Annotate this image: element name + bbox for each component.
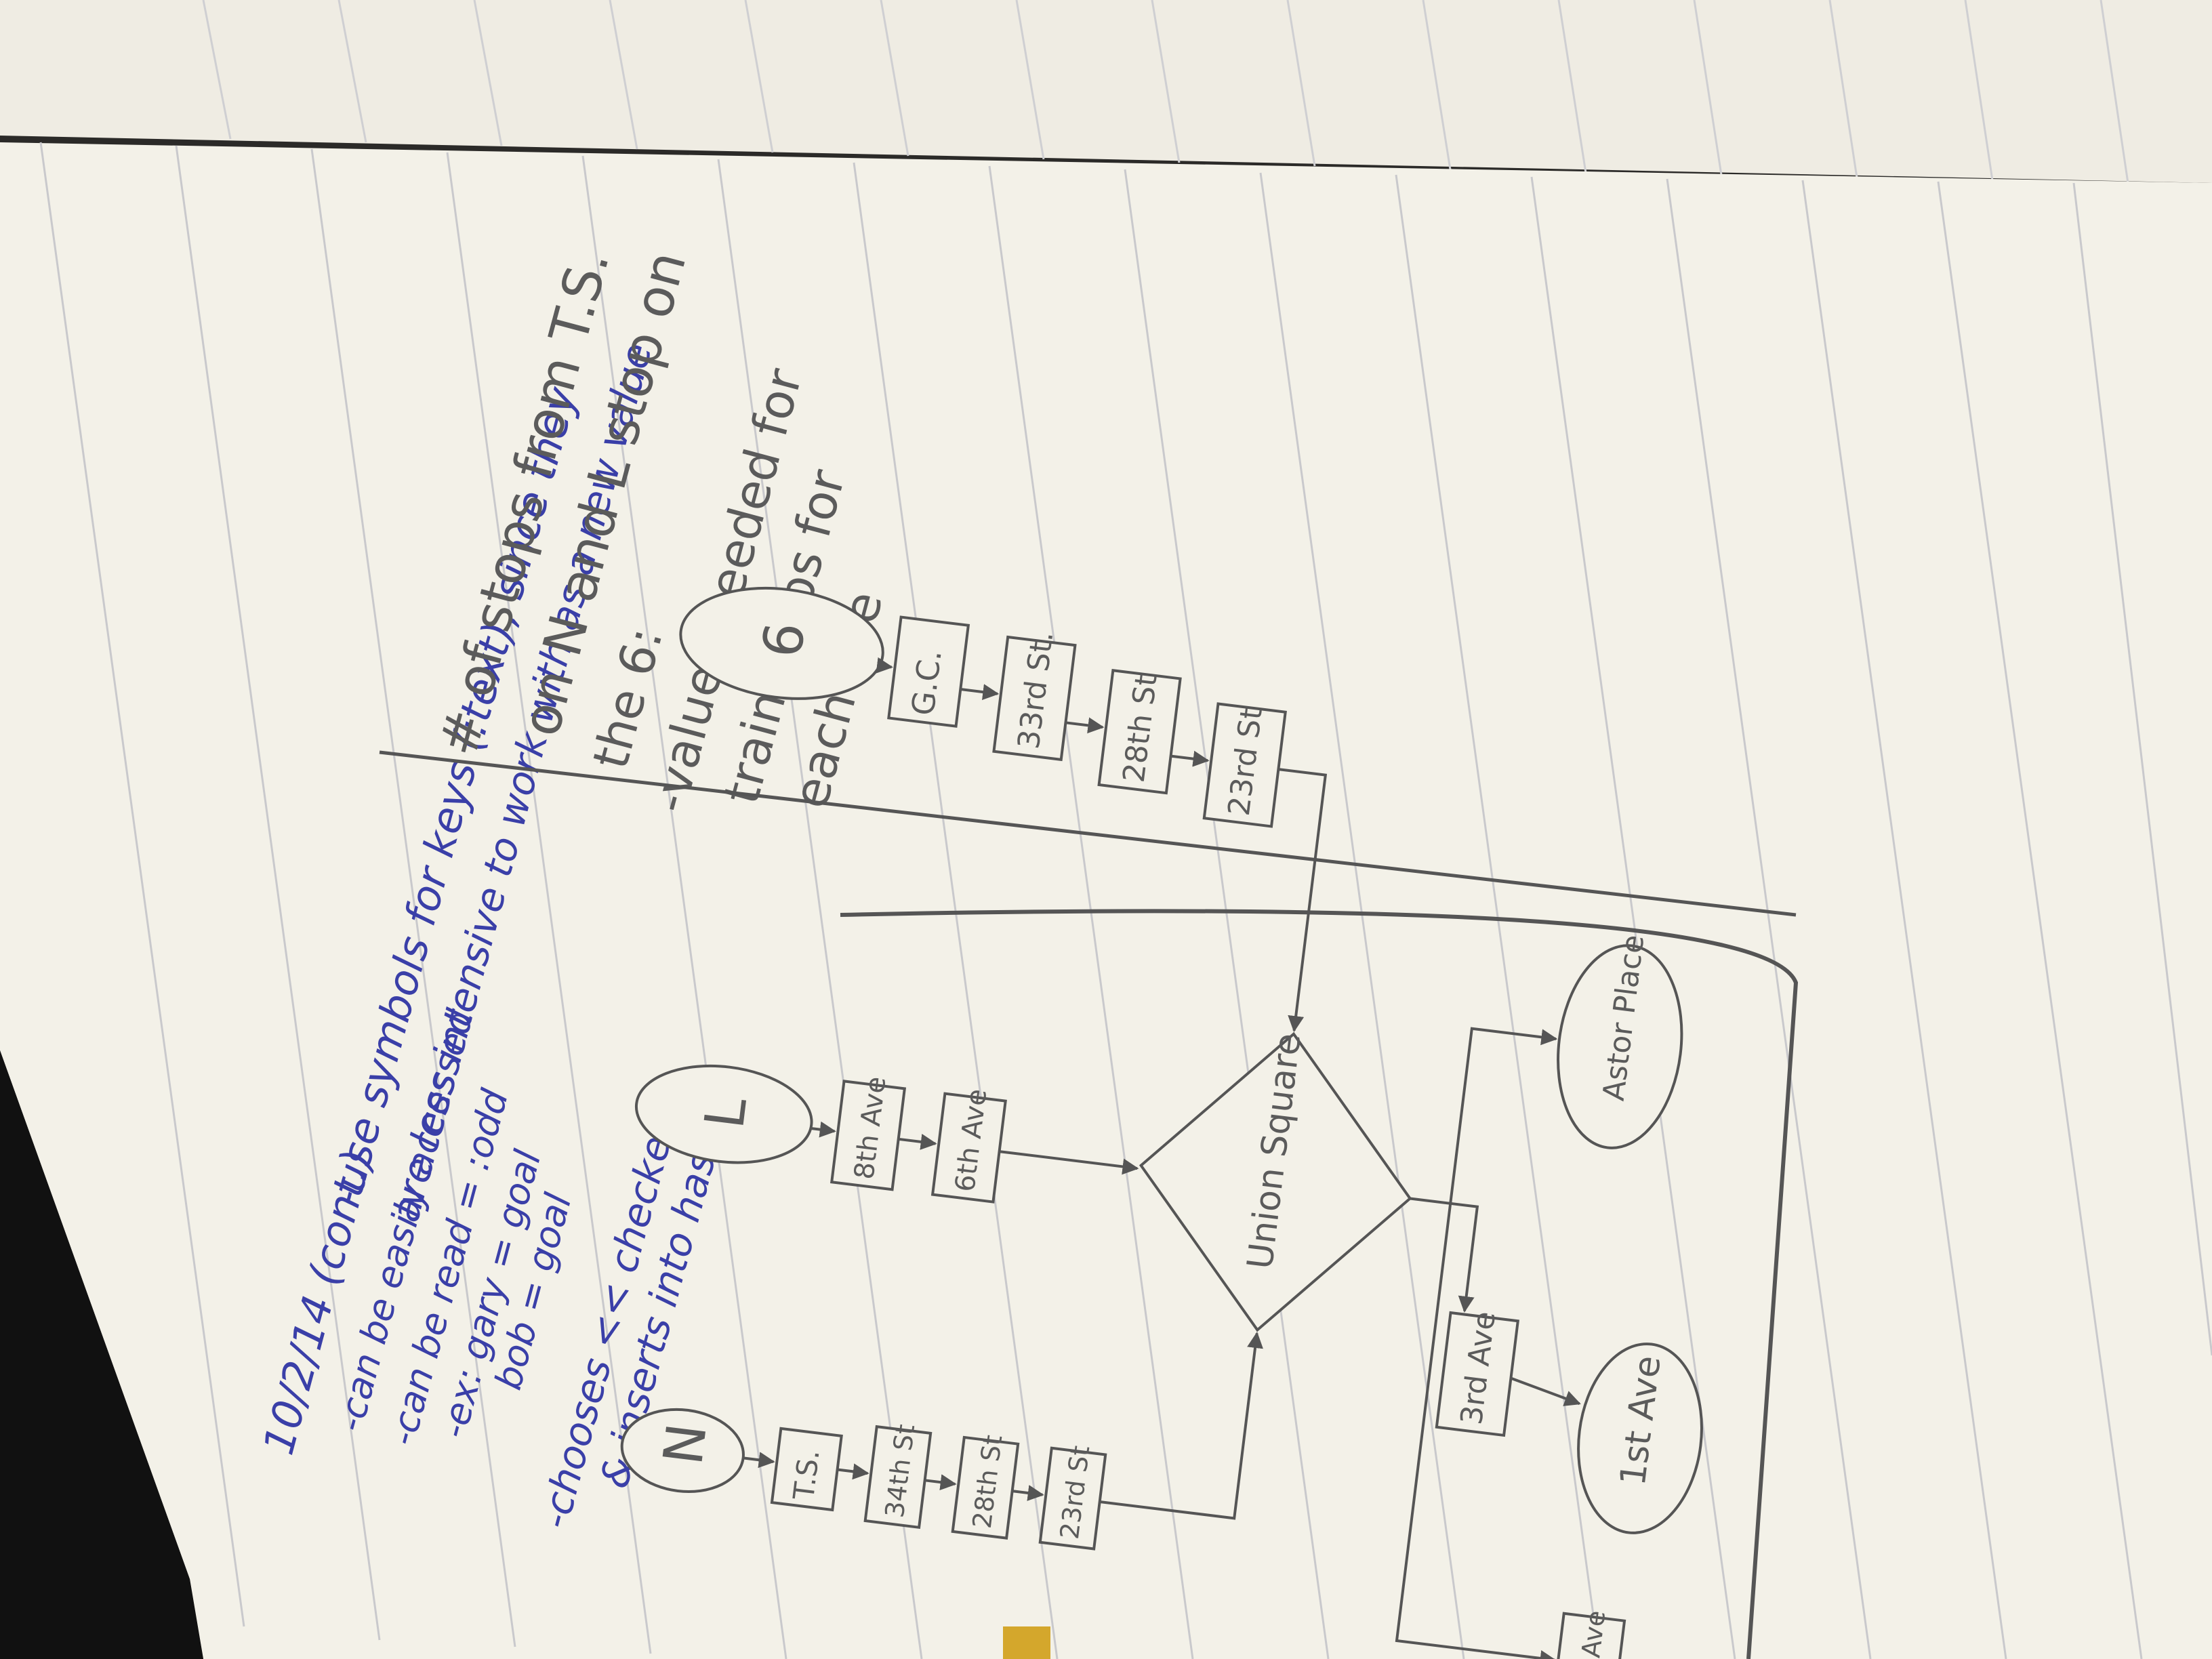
six-line-label: 6 [750, 619, 817, 661]
six-line-terminal [679, 586, 884, 700]
top-page [0, 0, 2212, 183]
shadow [0, 1050, 203, 1659]
flowchart-arrows [743, 657, 1581, 1659]
l-line-terminal [634, 1064, 813, 1164]
stop-ts [770, 1427, 843, 1512]
stop-gc-label: G.C. [904, 648, 948, 718]
stop-8th-ave-l [830, 1080, 907, 1191]
n-line-label: N [651, 1420, 719, 1469]
enclosing-loop [840, 909, 1799, 1659]
top-page-lines [202, 0, 2129, 184]
output-1st-ave [1577, 1343, 1703, 1534]
stop-gc [887, 615, 970, 728]
output-8th-ave [1551, 1612, 1626, 1659]
stop-ts-label: T.S. [787, 1448, 826, 1502]
stop-28th-6 [1097, 669, 1182, 795]
main-page [0, 142, 2212, 1659]
flowchart: N T.S. 34th St 28th St 23rd St L 8th Ave… [620, 586, 1703, 1659]
union-square-hub [1139, 1031, 1412, 1332]
bookmark-ribbon [1003, 1626, 1050, 1659]
stop-33rd [992, 635, 1077, 762]
divider-line [379, 750, 1797, 917]
output-astor-place [1557, 944, 1683, 1149]
